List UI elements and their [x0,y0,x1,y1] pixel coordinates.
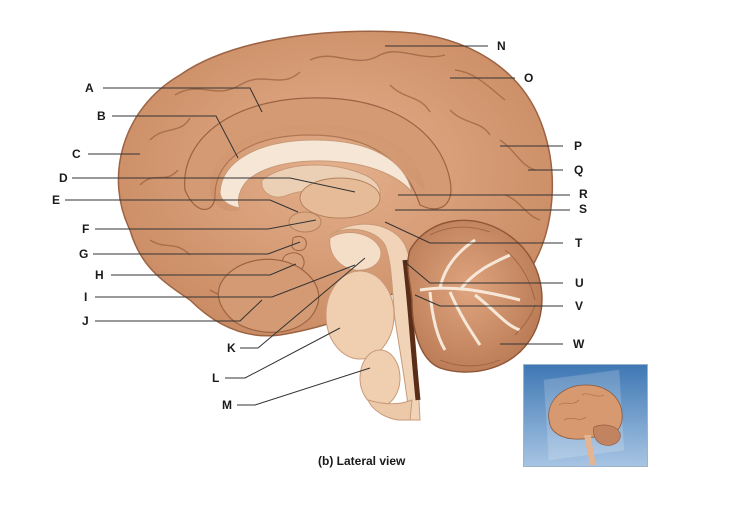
leader-lines [65,45,570,406]
leader-D [72,177,356,193]
corpus-callosum [210,125,425,212]
corpus-callosum-body [219,139,413,209]
label-F: F [82,222,90,236]
pons [325,270,395,360]
leader-H [111,263,297,276]
label-R: R [579,187,588,201]
label-Q: Q [574,163,584,177]
label-B: B [97,109,106,123]
brainstem [329,223,421,421]
label-A: A [85,81,94,95]
mammillary-body [291,235,307,252]
label-L: L [212,371,220,385]
leader-F [95,219,317,230]
label-M: M [222,398,232,412]
leader-B [112,115,239,159]
label-T: T [575,236,583,250]
leader-U [404,261,563,284]
cerebellar-folia [429,226,536,367]
label-K: K [227,341,236,355]
leader-V [414,294,563,307]
figure-caption: (b) Lateral view [318,454,406,468]
leader-K [240,257,366,349]
thalamus [299,177,381,219]
label-O: O [524,71,534,85]
label-E: E [52,193,61,207]
temporal-lobe [217,258,320,333]
fourth-ventricle [402,259,421,401]
label-J: J [82,314,89,328]
leader-J [95,299,263,322]
label-H: H [95,268,104,282]
label-N: N [497,39,506,53]
leader-G [93,241,301,255]
leader-I [95,264,356,298]
leader-L [225,327,341,379]
orientation-inset [523,364,648,467]
label-I: I [84,290,88,304]
midbrain [329,232,382,271]
label-U: U [575,276,584,290]
leader-T [384,221,563,244]
spinal-cord [367,399,413,421]
label-P: P [574,139,583,153]
leader-A [103,87,263,113]
label-C: C [72,147,81,161]
label-V: V [575,299,584,313]
label-W: W [573,337,585,351]
inset-illustration [524,365,647,466]
leader-M [237,367,371,406]
label-S: S [579,202,588,216]
label-G: G [79,247,89,261]
medulla [359,349,401,407]
leader-E [65,199,299,213]
label-D: D [59,171,68,185]
